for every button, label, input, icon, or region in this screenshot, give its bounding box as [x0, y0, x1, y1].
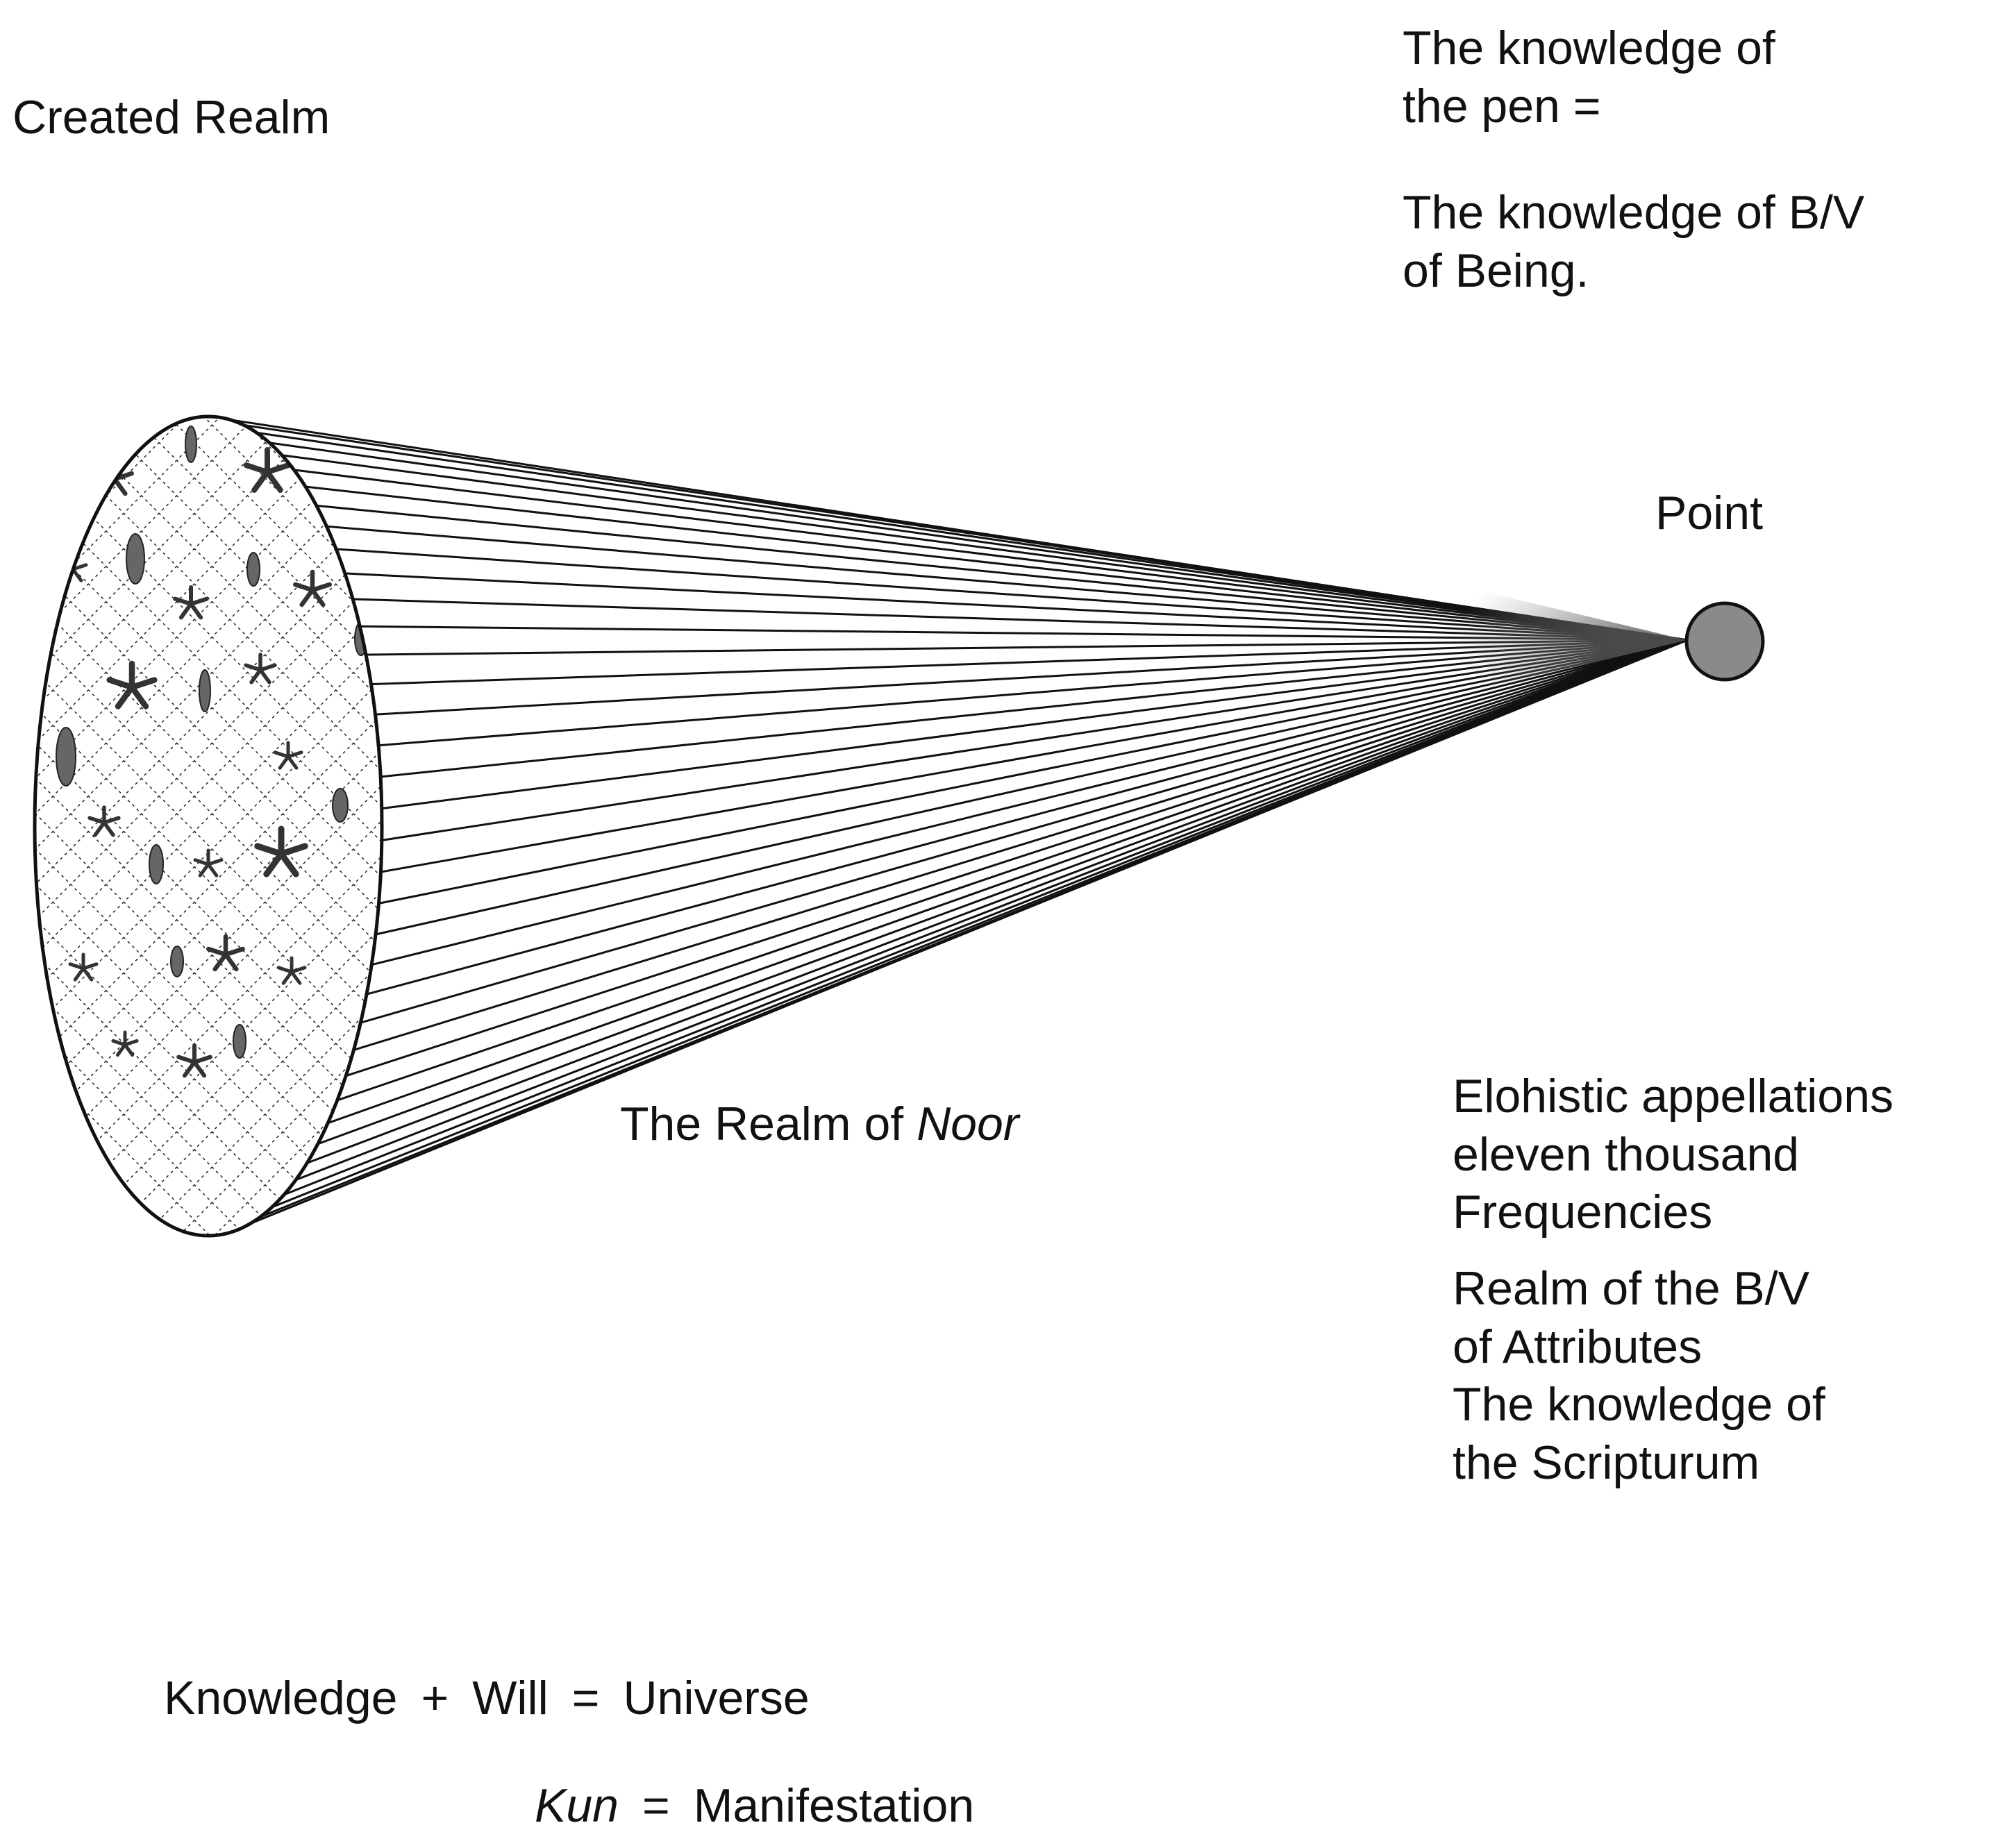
eq1-plus: + [421, 1670, 449, 1728]
light-ray [349, 640, 1687, 1026]
realm-of-noor-prefix: The Realm of [620, 1098, 903, 1150]
eq1-result: Universe [623, 1670, 809, 1728]
ellipse-mark-icon [149, 845, 163, 884]
pen-knowledge-label: The knowledge of the pen = The knowledge… [1403, 19, 1864, 301]
ellipse-mark-icon [185, 426, 196, 462]
ellipse-mark-icon [257, 333, 271, 369]
point-label: Point [1655, 485, 1763, 543]
ellipse-mark-icon [199, 670, 210, 712]
equation-kun: Kun = Manifestation [535, 1777, 974, 1836]
eq1-term1: Knowledge [164, 1670, 397, 1728]
created-realm-label: Created Realm [12, 89, 330, 147]
ellipse-mark-icon [126, 534, 144, 584]
eq2-result: Manifestation [694, 1777, 974, 1836]
ellipse-mark-icon [247, 553, 260, 586]
eq1-equals: = [572, 1670, 600, 1728]
ellipse-mark-icon [171, 946, 183, 977]
realm-of-noor-label: The Realm of Noor [620, 1095, 1019, 1154]
light-ray [360, 640, 1687, 968]
attributes-label: Elohistic appellations eleven thousand F… [1453, 1068, 1893, 1492]
star-icon [185, 327, 217, 357]
ellipse-mark-icon [56, 728, 76, 786]
star-icon [129, 330, 156, 355]
eq2-equals: = [642, 1777, 670, 1836]
ellipse-mark-icon [333, 789, 348, 822]
equation-knowledge-will: Knowledge + Will = Universe [164, 1670, 810, 1728]
light-ray [342, 640, 1687, 1053]
ellipse-mark-icon [87, 388, 100, 424]
eq2-term1: Kun [535, 1777, 619, 1836]
ellipse-mark-icon [233, 1025, 246, 1058]
light-ray [318, 640, 1687, 1127]
point-dot [1687, 603, 1763, 680]
eq1-term2: Will [472, 1670, 549, 1728]
realm-of-noor-italic: Noor [917, 1098, 1019, 1150]
created-realm-crosshatch [35, 417, 382, 1236]
